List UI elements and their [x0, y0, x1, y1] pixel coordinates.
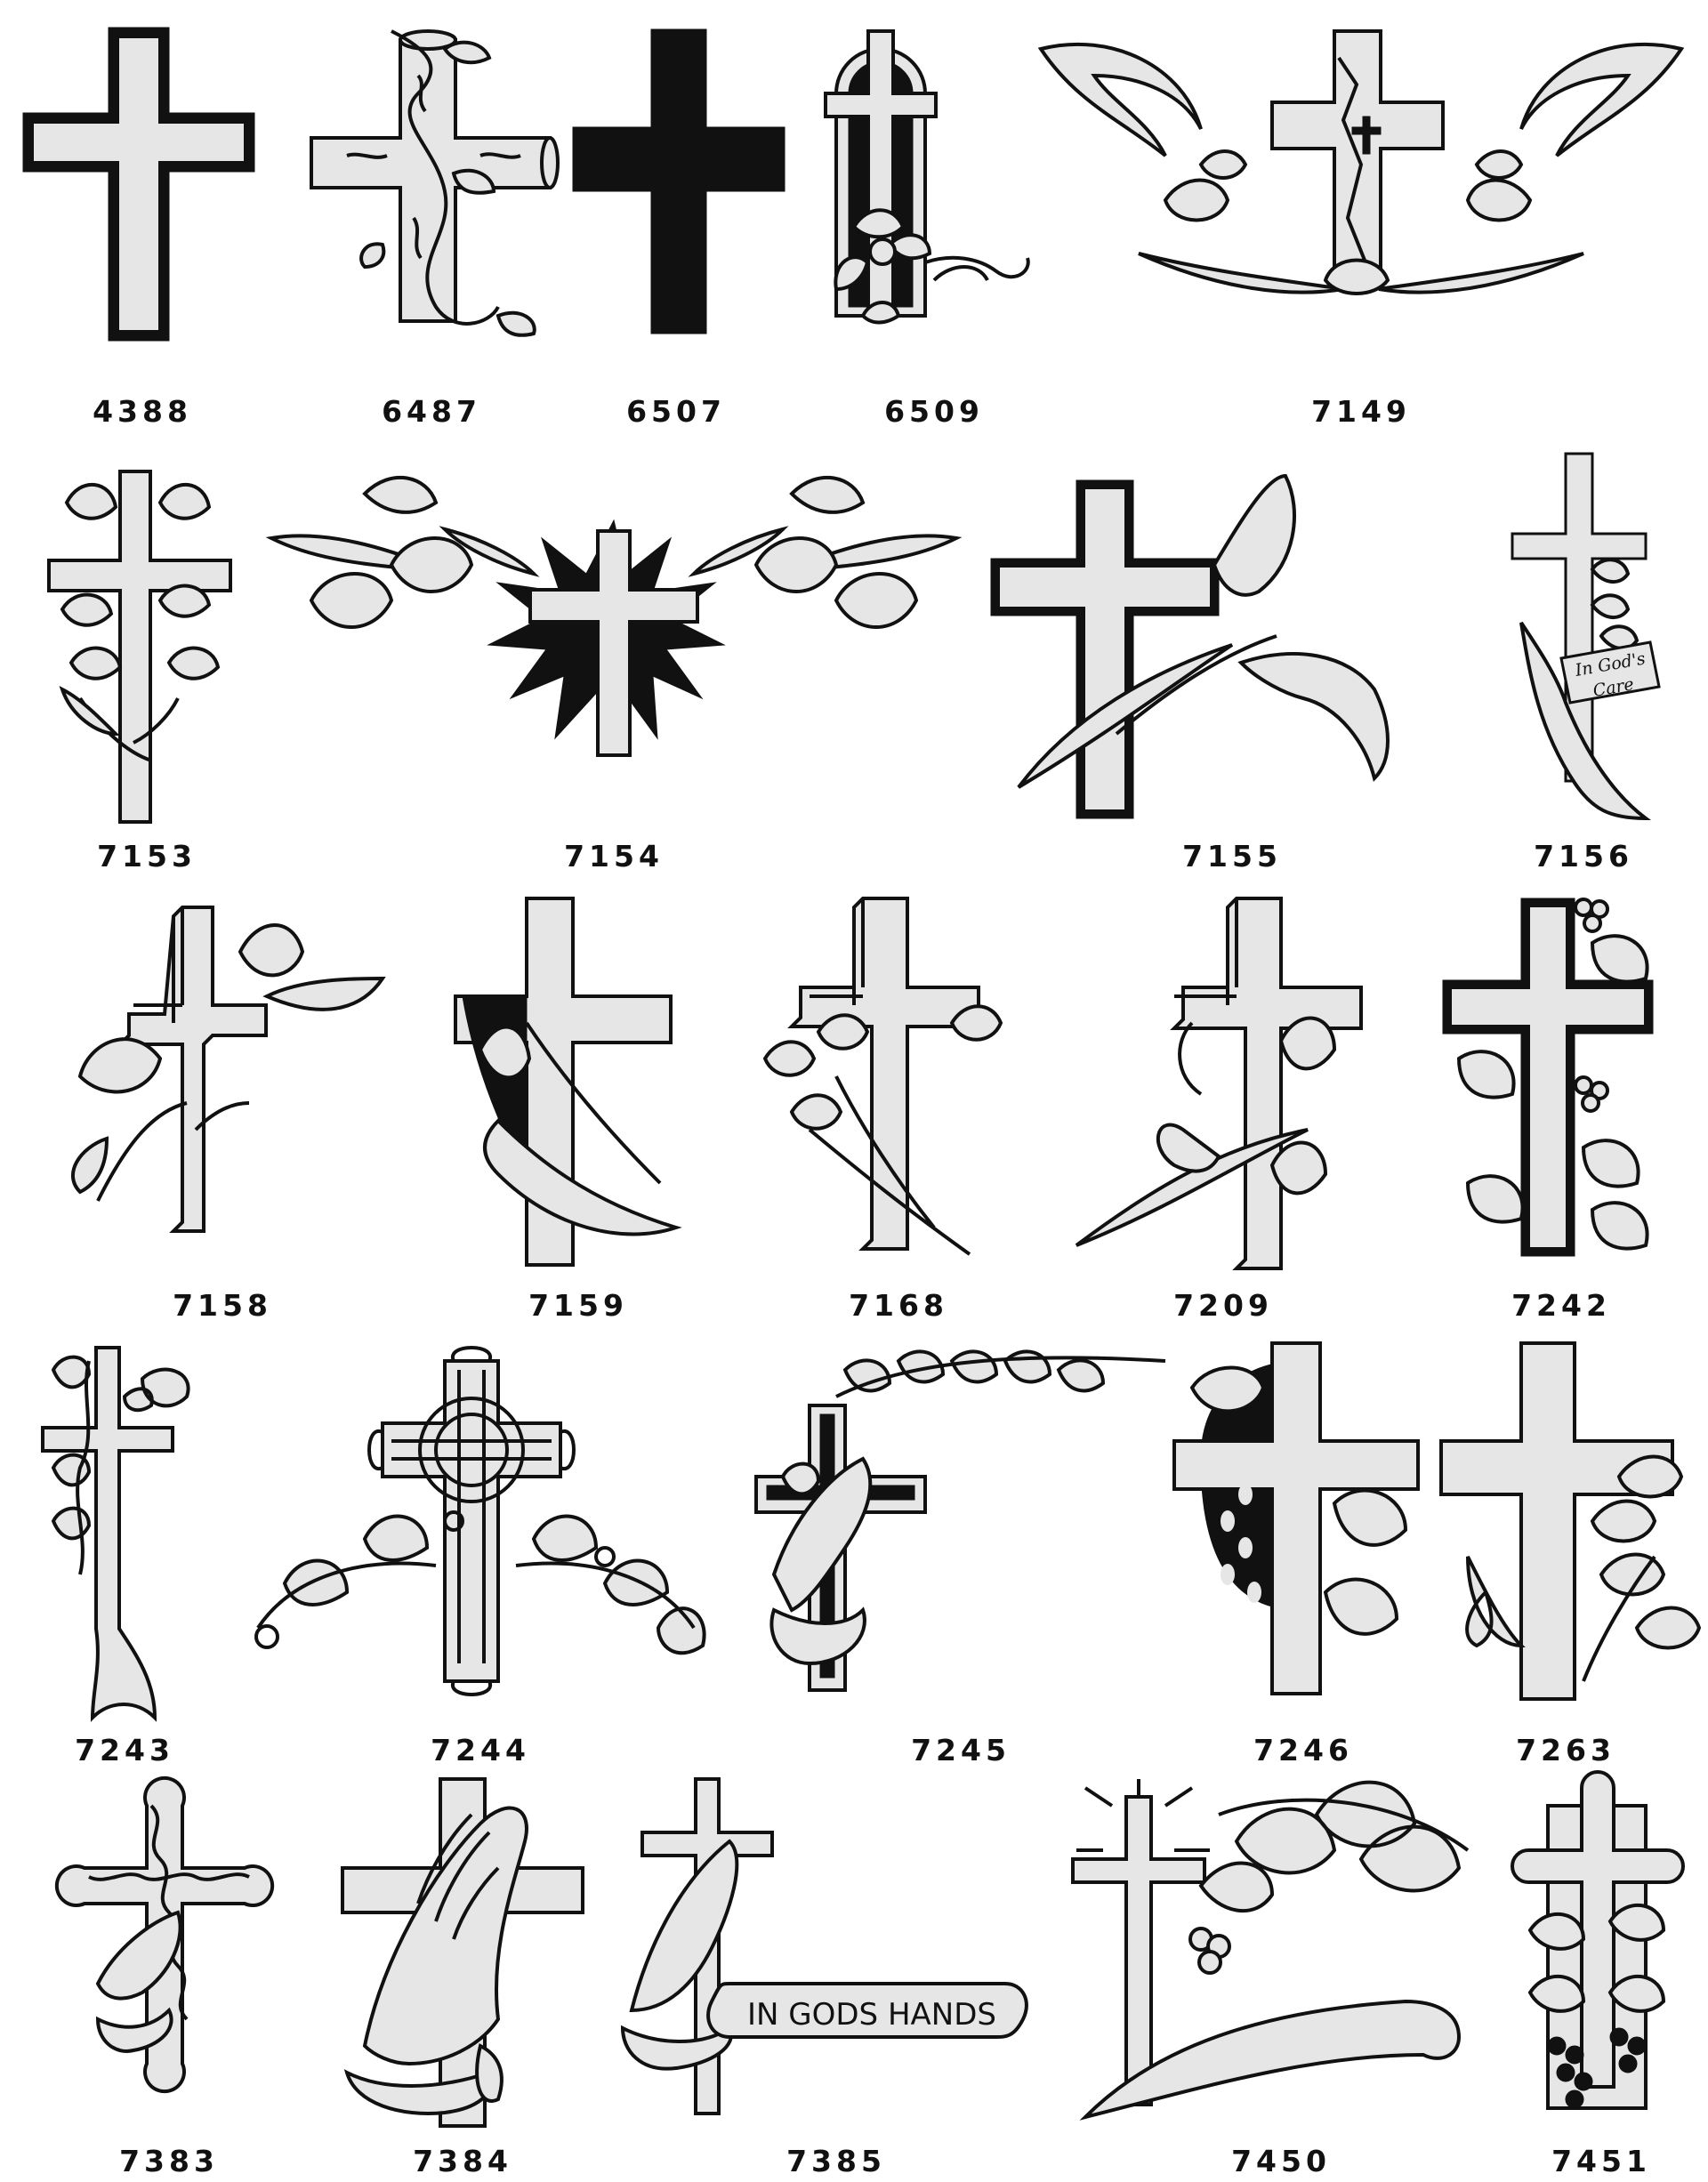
design-code: 6507: [626, 394, 726, 429]
iris-cross-illustration: [1439, 1341, 1702, 1701]
design-code: 7159: [528, 1288, 628, 1323]
design-code: 7451: [1551, 2144, 1651, 2178]
plain-cross-illustration: [22, 27, 255, 342]
design-code: 7242: [1511, 1288, 1611, 1323]
design-code: 6487: [382, 394, 481, 429]
design-7243[interactable]: 7243: [36, 1343, 214, 1770]
wood-cross-illustration: [572, 28, 786, 334]
design-7159[interactable]: 7159: [445, 897, 712, 1325]
ivy-cross-illustration: [41, 1346, 190, 1722]
design-7209[interactable]: 7209: [1059, 897, 1388, 1325]
design-7245[interactable]: 7245: [754, 1343, 1166, 1770]
sunburst-cross-illustration: [265, 476, 963, 757]
design-7155[interactable]: 7155: [990, 467, 1472, 876]
design-4388[interactable]: 4388: [22, 22, 258, 431]
design-6507[interactable]: 6507: [569, 22, 786, 431]
design-7154[interactable]: 7154: [265, 467, 963, 876]
design-code: 7263: [1516, 1733, 1615, 1767]
design-7246[interactable]: 7246: [1172, 1341, 1423, 1770]
design-7384[interactable]: 7384: [329, 1777, 596, 2182]
design-7158[interactable]: 7158: [62, 898, 386, 1325]
design-code: 7245: [911, 1733, 1011, 1767]
design-code: 7156: [1534, 839, 1633, 874]
half-circle-cross-illustration: [1172, 1341, 1420, 1695]
design-7156[interactable]: In God's Care 7156: [1503, 445, 1664, 876]
design-7242[interactable]: 7242: [1442, 890, 1672, 1325]
design-code: 7244: [431, 1733, 530, 1767]
design-6487[interactable]: 6487: [310, 22, 560, 431]
design-code: 7154: [564, 839, 664, 874]
design-7383[interactable]: 7383: [36, 1775, 302, 2182]
banner-text: IN GODS HANDS: [747, 1997, 996, 2033]
design-7450[interactable]: 7450: [1071, 1779, 1486, 2182]
design-code: 7158: [173, 1288, 272, 1323]
grapevine-cross-illustration: [1442, 898, 1654, 1257]
calla-drape-cross-illustration: [454, 897, 682, 1267]
design-code: 7385: [786, 2144, 886, 2178]
design-code: 7450: [1231, 2144, 1331, 2178]
design-7153[interactable]: 7153: [44, 467, 249, 876]
budded-cross-illustration: [54, 1775, 275, 2094]
3d-lily-spray-cross-illustration: [1075, 897, 1363, 1270]
grape-leaf-scroll-cross-illustration: [1071, 1779, 1470, 2121]
outlined-grapevine-cross-illustration: [1511, 1770, 1685, 2110]
design-7168[interactable]: 7168: [756, 897, 1041, 1325]
design-code: 7383: [119, 2144, 219, 2178]
design-6509[interactable]: 6509: [818, 22, 1050, 431]
design-code: 7246: [1253, 1733, 1353, 1767]
praying-hands-ivy-cross-illustration: [754, 1349, 1166, 1692]
design-7451[interactable]: 7451: [1511, 1770, 1690, 2182]
design-7244[interactable]: 7244: [249, 1343, 712, 1770]
lily-cross-illustration: [47, 470, 232, 824]
design-code: 7243: [75, 1733, 174, 1767]
celtic-cross-illustration: [254, 1346, 706, 1696]
banner-cross-illustration: IN GODS HANDS: [620, 1777, 1028, 2115]
design-code: 7384: [413, 2144, 512, 2178]
design-code: 7168: [849, 1288, 948, 1323]
design-code: 7209: [1173, 1288, 1273, 1323]
book-cross-illustration: In God's Care: [1511, 452, 1661, 821]
design-code: 7149: [1311, 394, 1411, 429]
3d-lily-cross-illustration: [70, 906, 386, 1233]
design-code: 7153: [97, 839, 197, 874]
log-cross-illustration: [310, 29, 560, 337]
calla-lily-cross-illustration: [990, 473, 1390, 819]
3d-bouquet-cross-illustration: [762, 897, 1003, 1256]
large-praying-hands-cross-illustration: [341, 1777, 584, 2128]
lily-wreath-cross-illustration: [1037, 29, 1685, 295]
arched-cross-illustration: [824, 29, 1030, 325]
design-code: 6509: [884, 394, 984, 429]
design-7263[interactable]: 7263: [1439, 1341, 1702, 1770]
design-code: 7155: [1182, 839, 1282, 874]
design-7385[interactable]: IN GODS HANDS 7385: [614, 1777, 1059, 2182]
design-code: 4388: [93, 394, 192, 429]
design-7149[interactable]: 7149: [1032, 22, 1690, 431]
